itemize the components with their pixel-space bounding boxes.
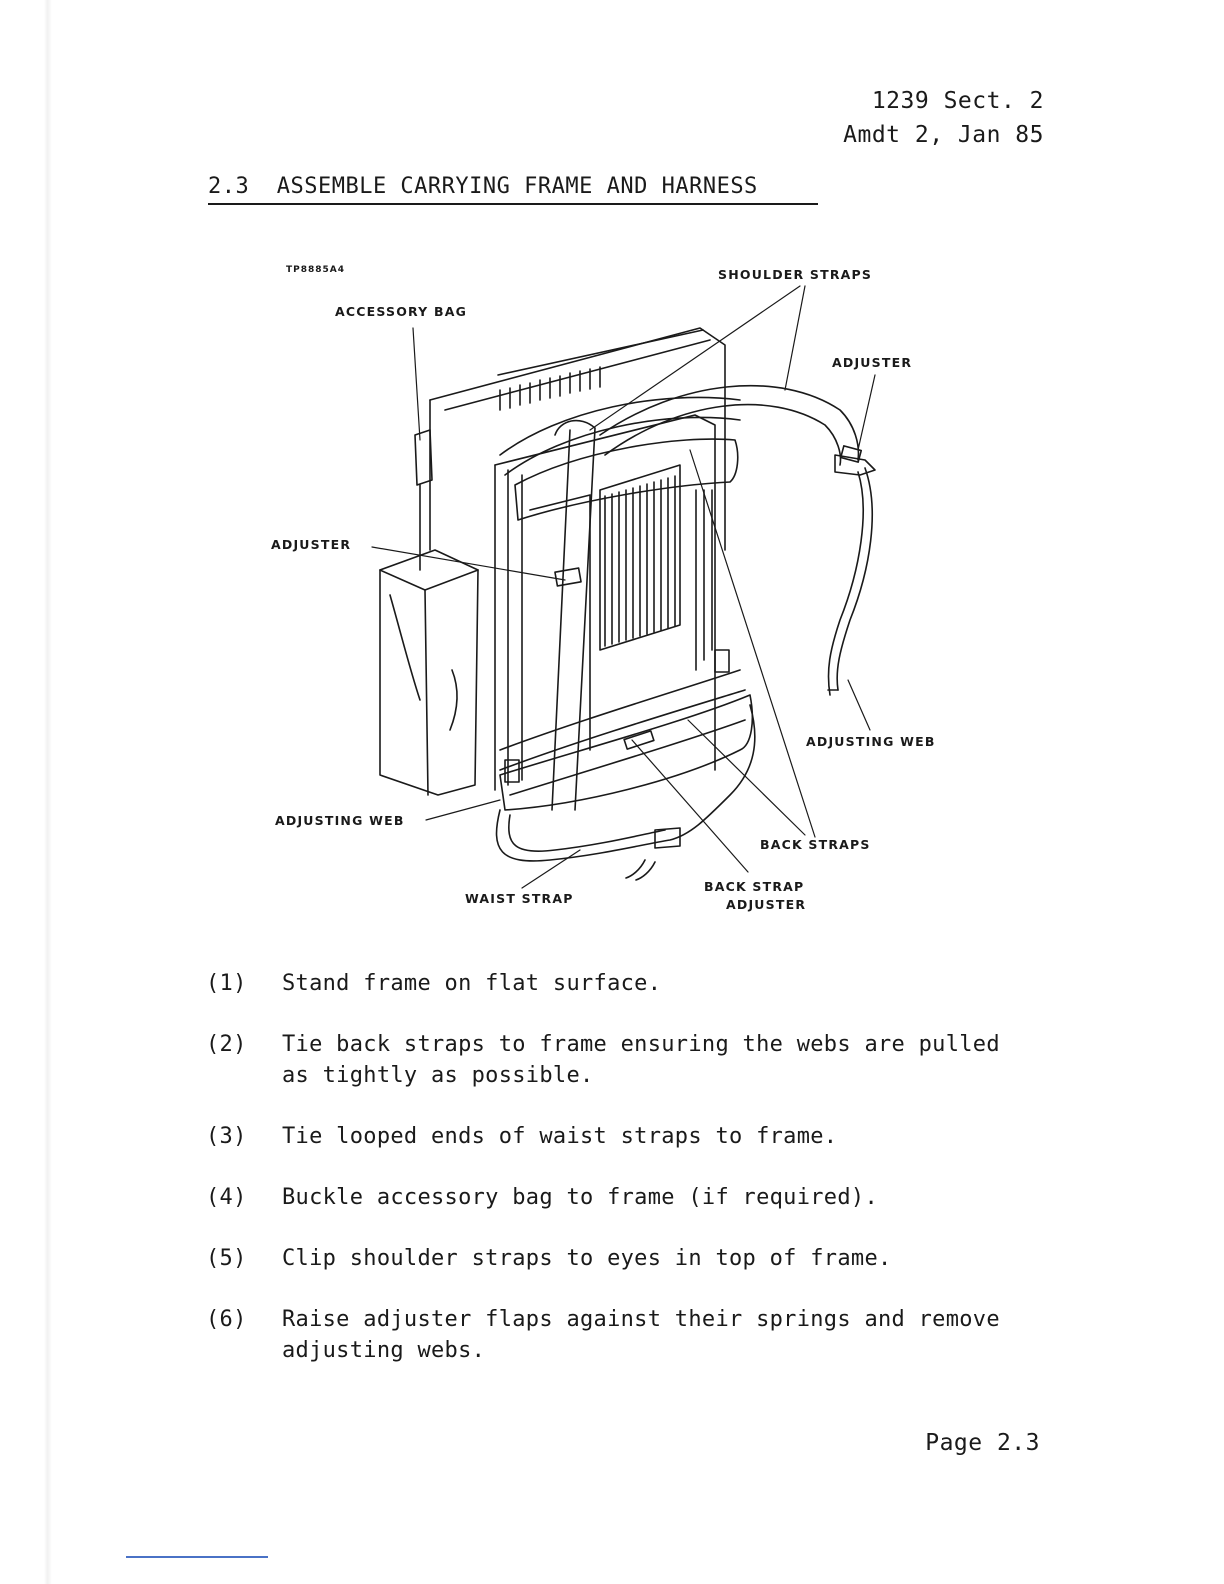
adjusters (504, 445, 863, 783)
figure-ref-code: TP8885A4 (286, 265, 345, 275)
waist-strap (495, 704, 756, 881)
doc-ref-amendment: Amdt 2, Jan 85 (843, 122, 1044, 148)
label-accessory-bag: ACCESSORY BAG (335, 304, 467, 319)
scanned-page-edge (44, 0, 52, 1584)
carrying-frame-illustration: TP8885A4 SHOULDER STRAPS ACCESSORY BAG A… (260, 250, 980, 930)
step-item: (6) Raise adjuster flaps against their s… (206, 1304, 1026, 1366)
leader-lines (371, 285, 876, 889)
shoulder-straps (551, 384, 876, 811)
step-number: (3) (206, 1124, 247, 1149)
step-number: (2) (206, 1032, 247, 1057)
step-number: (6) (206, 1307, 247, 1332)
step-text: Tie back straps to frame ensuring the we… (282, 1032, 1000, 1088)
label-back-straps: BACK STRAPS (760, 837, 871, 852)
label-shoulder-straps: SHOULDER STRAPS (718, 267, 872, 282)
label-adjuster-top: ADJUSTER (832, 355, 912, 370)
step-number: (5) (206, 1246, 247, 1271)
step-text: Raise adjuster flaps against their sprin… (282, 1307, 1000, 1363)
section-title: 2.3 ASSEMBLE CARRYING FRAME AND HARNESS (208, 174, 818, 205)
step-item: (1) Stand frame on flat surface. (206, 968, 1026, 999)
label-adjusting-web-left: ADJUSTING WEB (275, 813, 405, 828)
step-text: Clip shoulder straps to eyes in top of f… (282, 1246, 892, 1271)
step-number: (1) (206, 971, 247, 996)
step-item: (2) Tie back straps to frame ensuring th… (206, 1029, 1026, 1091)
label-adjusting-web-right: ADJUSTING WEB (806, 734, 936, 749)
step-text: Tie looped ends of waist straps to frame… (282, 1124, 838, 1149)
frame-harness-drawing: TP8885A4 SHOULDER STRAPS ACCESSORY BAG A… (271, 265, 936, 912)
document-reference: 1239 Sect. 2 Amdt 2, Jan 85 (843, 84, 1044, 152)
label-adjuster-left: ADJUSTER (271, 537, 351, 552)
frame-body (429, 327, 754, 811)
step-item: (4) Buckle accessory bag to frame (if re… (206, 1182, 1026, 1213)
label-waist-strap: WAIST STRAP (465, 891, 574, 906)
step-item: (5) Clip shoulder straps to eyes in top … (206, 1243, 1026, 1274)
footer-rule (126, 1556, 268, 1558)
page-number: Page 2.3 (925, 1430, 1040, 1456)
step-number: (4) (206, 1185, 247, 1210)
label-back-strap-adjuster-line1: BACK STRAP (704, 879, 804, 894)
assembly-steps: (1) Stand frame on flat surface. (2) Tie… (206, 968, 1026, 1396)
step-text: Buckle accessory bag to frame (if requir… (282, 1185, 878, 1210)
accessory-bag (379, 429, 479, 796)
doc-ref-section: 1239 Sect. 2 (871, 88, 1044, 114)
step-item: (3) Tie looped ends of waist straps to f… (206, 1121, 1026, 1152)
label-back-strap-adjuster-line2: ADJUSTER (726, 897, 806, 912)
step-text: Stand frame on flat surface. (282, 971, 662, 996)
